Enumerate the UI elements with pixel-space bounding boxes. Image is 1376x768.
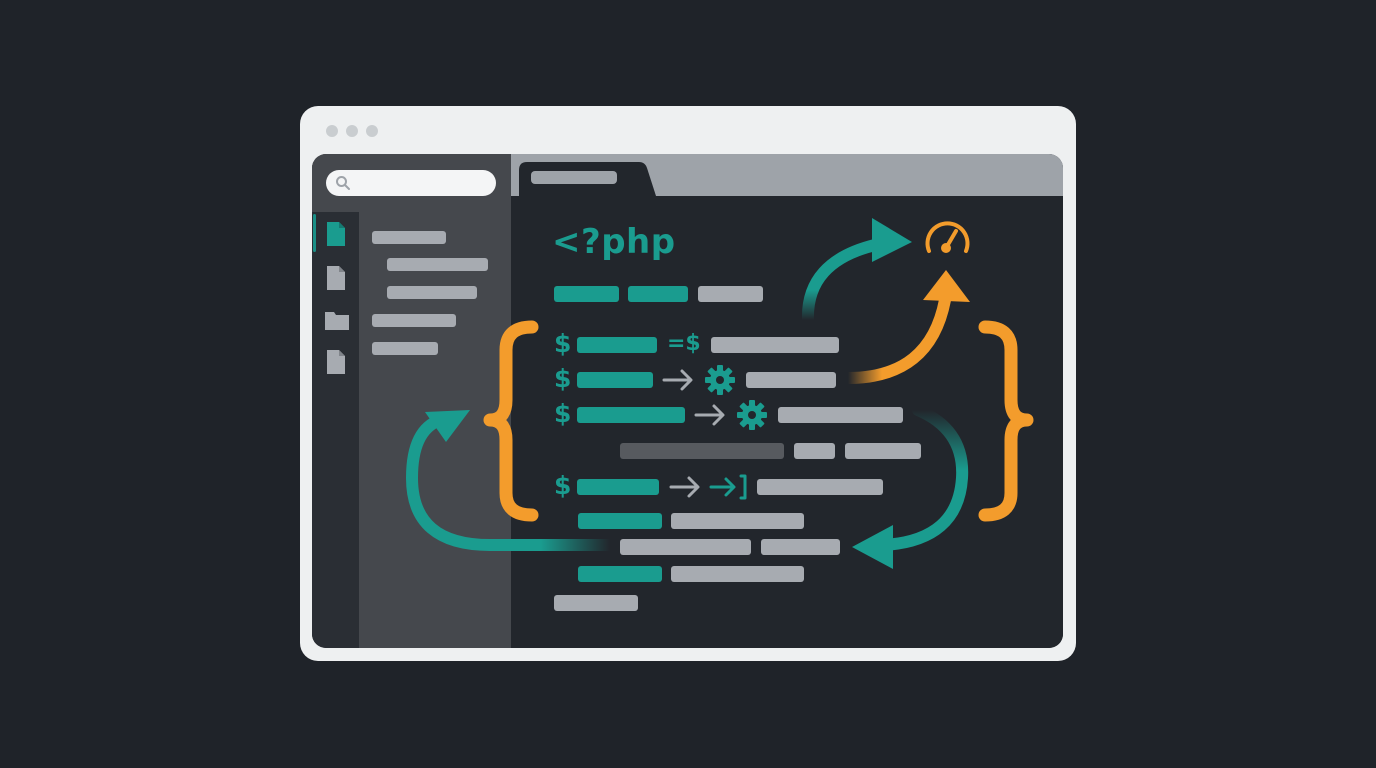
- brace-right-icon: [978, 320, 1034, 522]
- window-dot-close[interactable]: [326, 125, 338, 137]
- code-token: [778, 407, 903, 423]
- rail-active-indicator: [313, 214, 316, 252]
- code-token: [578, 566, 662, 582]
- flow-arrow-up: [801, 239, 881, 326]
- code-token: [620, 539, 751, 555]
- gear-icon: [705, 365, 735, 395]
- gear-icon: [737, 400, 767, 430]
- arrow-head-icon: [852, 525, 893, 569]
- variable-name: [577, 479, 659, 495]
- code-token: [554, 595, 638, 611]
- variable-symbol: $: [554, 471, 572, 500]
- code-token: [671, 513, 804, 529]
- brace-left-icon: [483, 320, 539, 522]
- variable-name: [577, 372, 653, 388]
- ide-panel: [312, 154, 1063, 648]
- arrow-right-icon: [662, 369, 693, 391]
- code-token: [620, 443, 784, 459]
- file-icon[interactable]: [324, 220, 348, 248]
- browser-window: [300, 106, 1076, 661]
- file-name-placeholder[interactable]: [387, 286, 477, 299]
- variable-name: [577, 407, 685, 423]
- php-open-tag: <?php: [552, 222, 676, 262]
- variable-symbol: $: [554, 399, 572, 428]
- variable-symbol: $: [554, 364, 572, 393]
- file-icon[interactable]: [324, 348, 348, 376]
- code-token: [746, 372, 836, 388]
- flow-arrow-loop-right: [879, 404, 969, 551]
- file-name-placeholder[interactable]: [372, 314, 456, 327]
- file-icon[interactable]: [324, 264, 348, 292]
- search-icon: [336, 176, 350, 190]
- arrow-head-icon: [872, 218, 912, 262]
- arrow-head-icon: [923, 270, 970, 302]
- file-name-placeholder[interactable]: [387, 258, 488, 271]
- arrow-right-icon: [694, 404, 725, 426]
- arrow-right-icon: [669, 476, 700, 498]
- variable-name: [577, 337, 657, 353]
- variable-symbol: $: [554, 329, 572, 358]
- folder-icon[interactable]: [324, 309, 350, 331]
- code-token: [845, 443, 921, 459]
- code-token: [628, 286, 688, 302]
- speedometer-icon: [925, 221, 970, 253]
- code-token: [757, 479, 883, 495]
- file-name-placeholder[interactable]: [372, 231, 446, 244]
- code-token: [554, 286, 619, 302]
- window-dot-minimize[interactable]: [346, 125, 358, 137]
- file-name-placeholder[interactable]: [372, 342, 438, 355]
- arrow-head-icon: [425, 410, 470, 442]
- assign-symbol: =$: [667, 331, 701, 356]
- code-token: [698, 286, 763, 302]
- window-controls: [326, 125, 378, 137]
- import-icon: [709, 474, 747, 500]
- search-input[interactable]: [326, 170, 496, 196]
- code-token: [578, 513, 662, 529]
- window-dot-maximize[interactable]: [366, 125, 378, 137]
- code-token: [761, 539, 840, 555]
- flow-arrow-orange: [842, 294, 951, 384]
- flow-arrow-loop-left: [405, 414, 616, 551]
- tab-title-placeholder: [531, 171, 617, 184]
- code-token: [671, 566, 804, 582]
- code-token: [794, 443, 835, 459]
- code-token: [711, 337, 839, 353]
